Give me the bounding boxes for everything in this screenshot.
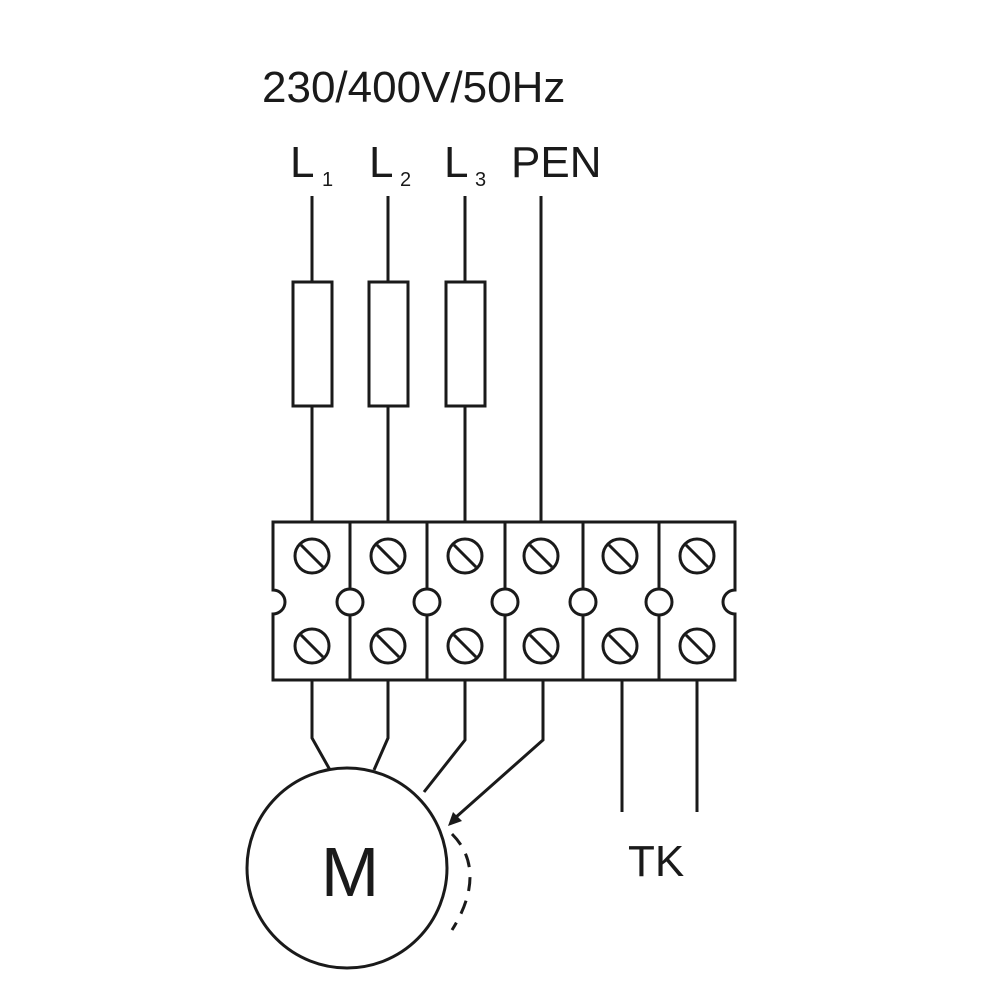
phase-label-l3: L 3 [444, 138, 486, 191]
svg-text:2: 2 [400, 169, 411, 191]
terminal-link-hole [412, 587, 442, 617]
wire-motor-u [310, 680, 332, 771]
motor-label: M [321, 833, 379, 911]
motor-housing-dashed [450, 832, 472, 931]
motor-circle [245, 766, 449, 970]
thermal-contact-label: TK [628, 837, 684, 886]
terminal-screw-icon [446, 627, 484, 665]
terminal-screw-icon [293, 537, 331, 575]
terminal-screw-icon [678, 537, 716, 575]
terminal-screw-icon [522, 537, 560, 575]
phase-label-l1: L 1 [290, 138, 333, 191]
terminal-screw-icon [369, 537, 407, 575]
svg-text:L: L [444, 138, 468, 187]
earth-arrow-icon [448, 812, 462, 826]
fuse-l3 [444, 280, 487, 408]
wire-motor-w [422, 680, 467, 793]
svg-text:L: L [369, 138, 393, 187]
terminal-screw-icon [601, 537, 639, 575]
terminal-link-hole [644, 587, 674, 617]
pen-label: PEN [511, 138, 601, 187]
terminal-link-hole [335, 587, 365, 617]
fuse-l1 [291, 280, 334, 408]
svg-text:1: 1 [322, 169, 333, 191]
wire-motor-v [372, 680, 390, 771]
svg-text:L: L [290, 138, 314, 187]
supply-rating: 230/400V/50Hz [262, 63, 565, 112]
terminal-block [271, 520, 737, 682]
svg-text:3: 3 [475, 169, 486, 191]
terminal-screw-icon [678, 627, 716, 665]
terminal-link-hole [490, 587, 520, 617]
terminal-screw-icon [293, 627, 331, 665]
wire-motor-pe [454, 680, 545, 820]
terminal-screw-icon [446, 537, 484, 575]
terminal-screw-icon [369, 627, 407, 665]
terminal-screw-icon [522, 627, 560, 665]
phase-label-l2: L 2 [369, 138, 411, 191]
fuse-l2 [367, 280, 410, 408]
terminal-link-hole [568, 587, 598, 617]
terminal-screw-icon [601, 627, 639, 665]
